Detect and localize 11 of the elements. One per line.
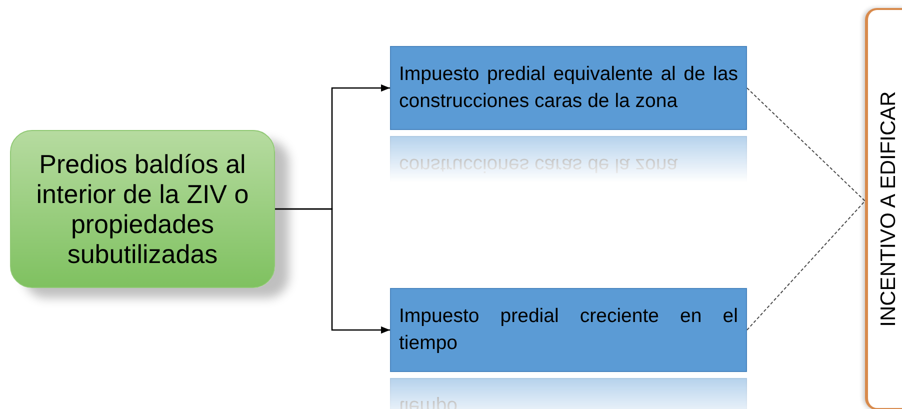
node-text: Impuesto predial equivalente al de las construcciones caras de la zona	[399, 62, 738, 114]
dashed-connector	[746, 200, 866, 330]
dashed-connector	[746, 88, 866, 202]
outcome-panel	[865, 8, 902, 409]
node-text: Impuesto predial creciente en el tiempo	[399, 304, 738, 356]
arrow	[275, 208, 390, 334]
node-text: Predios baldíos al interior de la ZIV o propiedades subutilizadas	[35, 149, 250, 269]
process-box	[390, 288, 747, 372]
process-box	[390, 46, 747, 130]
node-text: INCENTIVO A EDIFICAR	[877, 91, 901, 327]
start-box	[10, 130, 275, 288]
